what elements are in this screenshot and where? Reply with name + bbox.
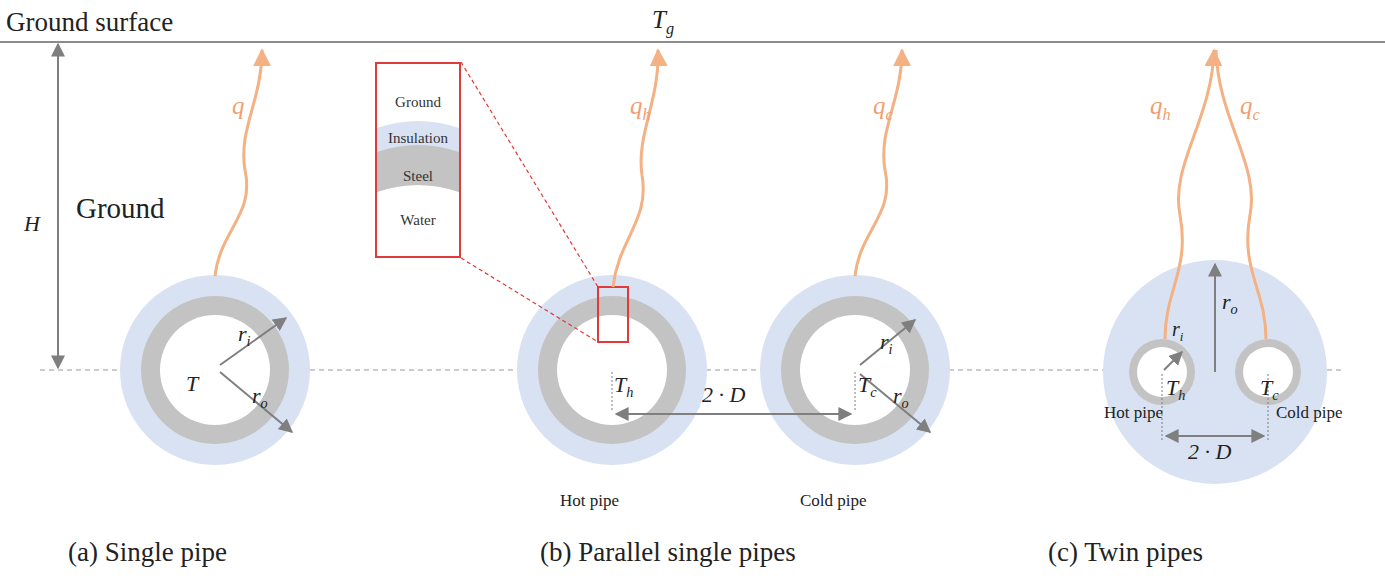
heat-flow-label: qh: [630, 92, 651, 125]
dimension-label: 2 · D: [1188, 440, 1231, 464]
surface-label: Ground surface: [6, 8, 173, 38]
heat-flow-label: qc: [1240, 92, 1260, 125]
dimension-label: 2 · D: [702, 383, 745, 407]
radius-label: ro: [252, 384, 268, 412]
radius-label: ri: [238, 322, 251, 350]
temperature-symbol: Tg: [652, 6, 674, 39]
layer-inset-box: GroundInsulationSteelWater: [375, 62, 461, 258]
pipe-name: Cold pipe: [1276, 404, 1343, 423]
layer-label: Ground: [377, 94, 459, 111]
heat-flow-label: q: [232, 92, 245, 120]
pipe-name: Cold pipe: [800, 492, 867, 511]
radius-label: ri: [880, 330, 893, 358]
temperature-symbol: Th: [614, 373, 633, 401]
region-label: Ground: [76, 193, 165, 225]
radius-label: ri: [1172, 318, 1183, 344]
heat-flow-label: qh: [1150, 92, 1171, 125]
radius-label: ro: [1222, 290, 1238, 318]
temperature-symbol: Tc: [858, 373, 877, 401]
pipe-name: Hot pipe: [1104, 404, 1163, 423]
temperature-symbol: Tc: [1260, 376, 1279, 404]
caption-label: (a) Single pipe: [68, 538, 227, 568]
caption-label: (b) Parallel single pipes: [540, 538, 796, 568]
radius-label: ro: [893, 384, 909, 412]
heat-flow-label: qc: [873, 92, 893, 125]
pipe-name: Hot pipe: [560, 492, 619, 511]
layer-label: Water: [377, 212, 459, 229]
layer-label: Insulation: [377, 130, 459, 147]
dimension-label: H: [24, 212, 40, 236]
temperature-symbol: T: [186, 372, 198, 396]
caption-label: (c) Twin pipes: [1048, 538, 1203, 568]
temperature-symbol: Th: [1166, 376, 1185, 404]
layer-label: Steel: [377, 168, 459, 185]
